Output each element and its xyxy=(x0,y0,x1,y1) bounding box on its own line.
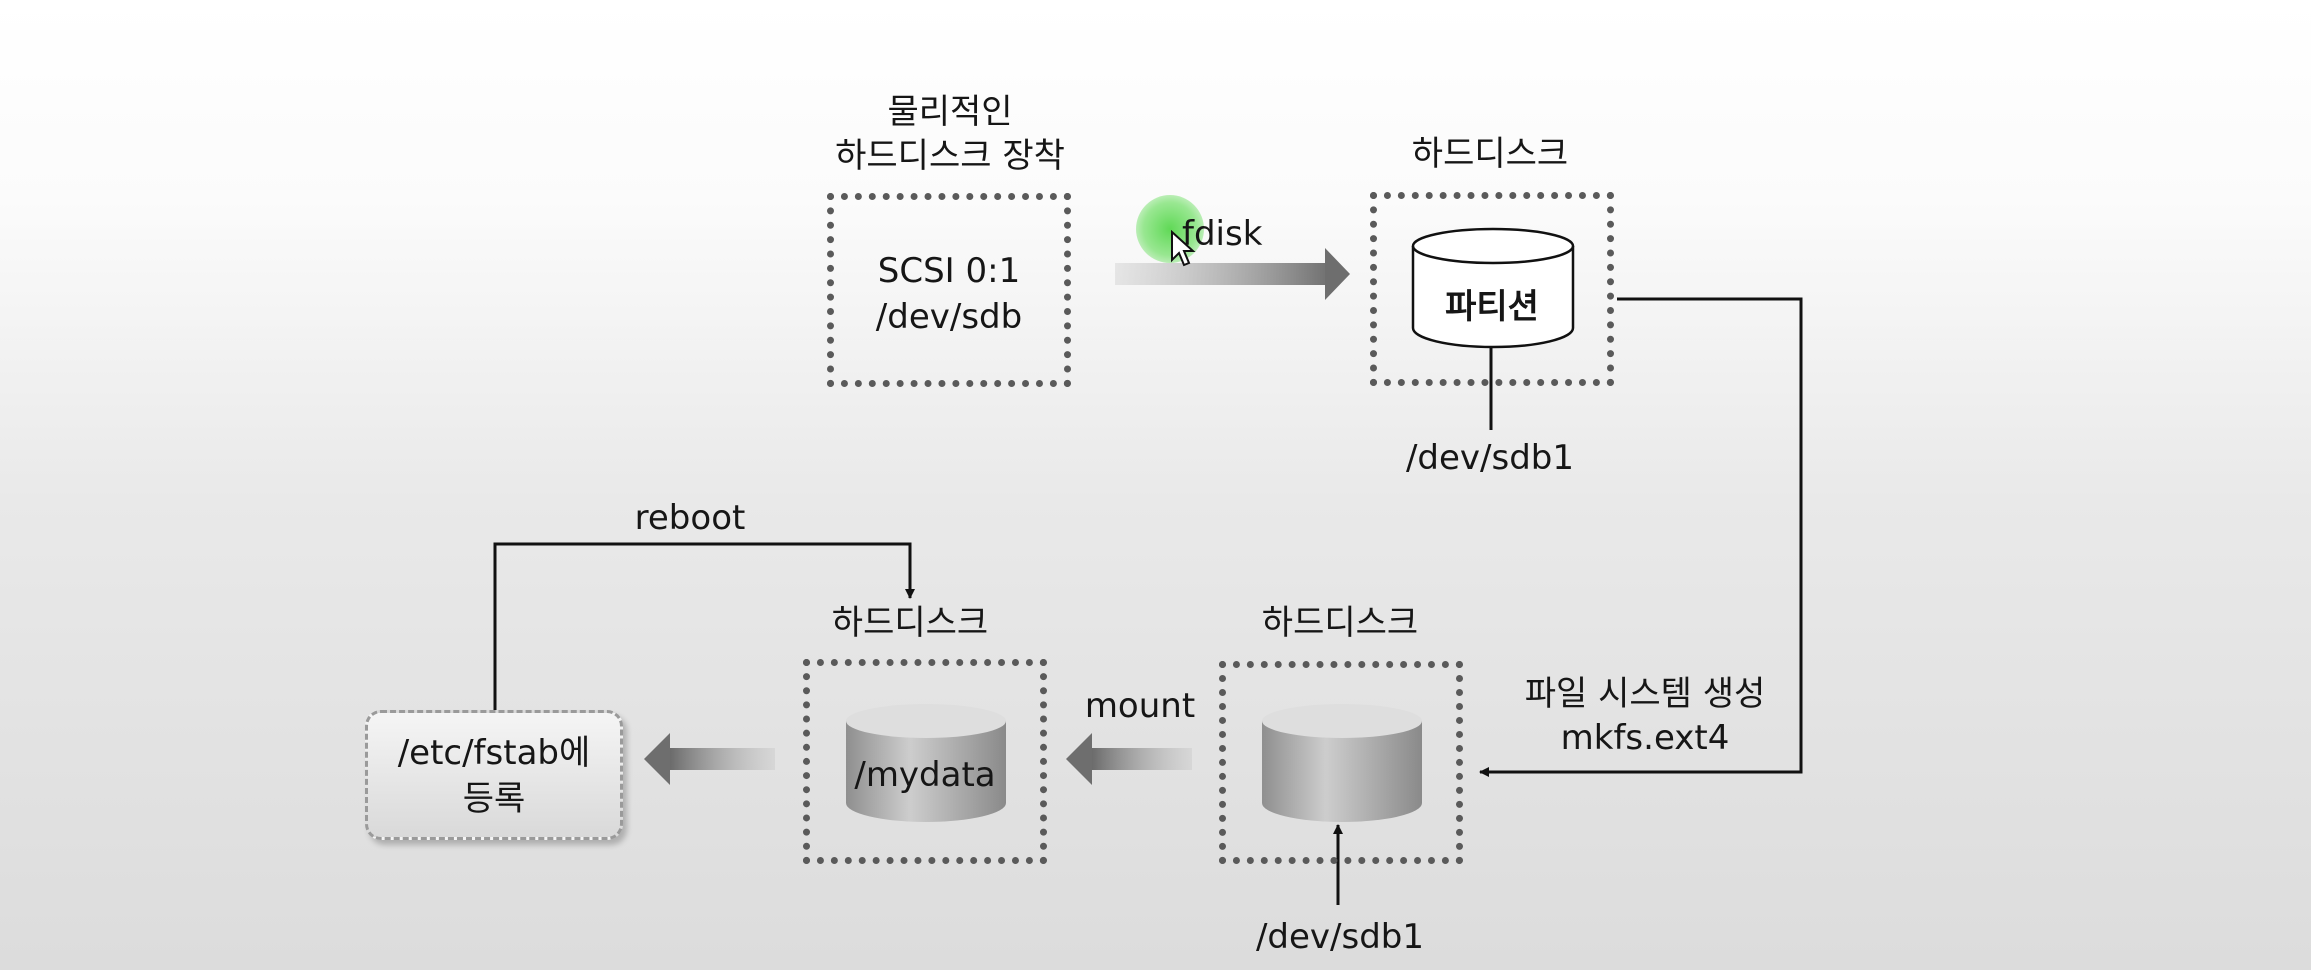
partition-disk-title: 하드디스크 xyxy=(1411,134,1569,174)
physical-disk-title: 물리적인 하드디스크 장착 xyxy=(800,90,1100,178)
physical-disk-title-line2: 하드디스크 장착 xyxy=(835,136,1065,176)
partition-label: 파티션 xyxy=(1445,287,1539,327)
reboot-label: reboot xyxy=(634,498,746,538)
mkfs-label: 파일 시스템 생성 mkfs.ext4 xyxy=(1505,672,1785,760)
physical-disk-scsi-label: SCSI 0:1 xyxy=(877,251,1021,291)
fstab-box: /etc/fstab에 등록 xyxy=(365,710,623,840)
formatted-device-label: /dev/sdb1 xyxy=(1255,917,1425,957)
reboot-connector xyxy=(493,542,915,710)
mounted-disk-title: 하드디스크 xyxy=(831,603,989,643)
fstab-arrow xyxy=(644,733,775,785)
formatted-cylinder-icon xyxy=(1262,704,1422,822)
mounted-disk-box: /mydata xyxy=(803,659,1047,864)
partition-cylinder-icon xyxy=(1411,227,1575,349)
physical-disk-device-label: /dev/sdb xyxy=(875,297,1023,337)
formatted-disk-title: 하드디스크 xyxy=(1261,603,1419,643)
fstab-label-line2: 등록 xyxy=(462,779,526,819)
mkfs-title-label: 파일 시스템 생성 xyxy=(1524,674,1766,714)
fstab-label-line1: /etc/fstab에 xyxy=(397,733,591,773)
mydata-label: /mydata xyxy=(854,755,996,795)
mount-arrow xyxy=(1066,733,1192,785)
mouse-cursor-icon xyxy=(1171,230,1196,267)
mkfs-connector xyxy=(1479,297,1803,777)
mounted-cylinder-icon xyxy=(846,704,1006,822)
fdisk-label: fdisk xyxy=(1182,214,1263,254)
partition-device-label: /dev/sdb1 xyxy=(1405,438,1575,478)
partition-disk-box: 파티션 xyxy=(1370,192,1614,386)
fdisk-arrow xyxy=(1115,248,1350,300)
physical-disk-title-line1: 물리적인 xyxy=(887,92,1013,132)
mount-label: mount xyxy=(1084,686,1196,726)
formatted-disk-box xyxy=(1219,661,1463,864)
physical-disk-box: SCSI 0:1 /dev/sdb xyxy=(827,193,1071,387)
mkfs-command-label: mkfs.ext4 xyxy=(1560,718,1730,758)
